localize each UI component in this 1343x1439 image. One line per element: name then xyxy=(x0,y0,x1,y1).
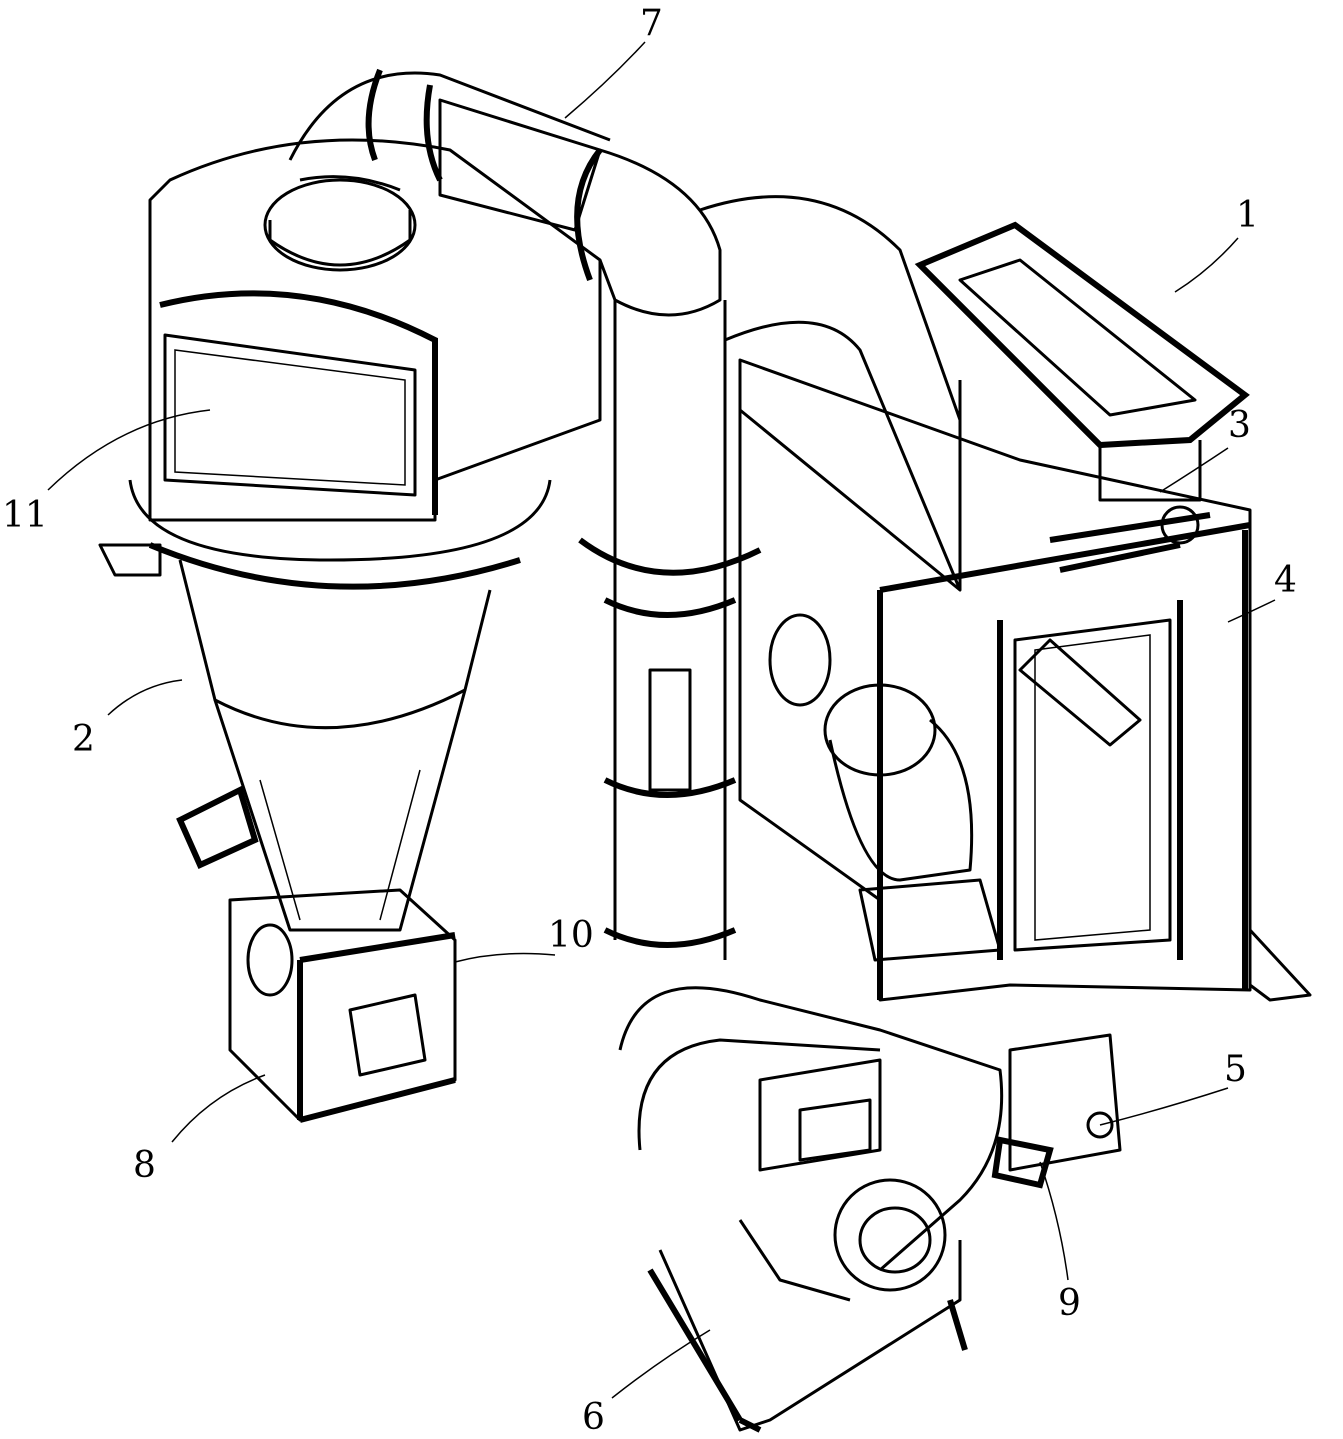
label-5: 5 xyxy=(1224,1052,1247,1088)
motor-assembly xyxy=(995,1035,1120,1185)
discharge-valve-box xyxy=(180,790,455,1120)
cyclone-separator xyxy=(100,140,600,930)
label-4: 4 xyxy=(1274,563,1297,599)
leader-lines xyxy=(48,42,1275,1398)
label-1: 1 xyxy=(1236,198,1259,234)
label-9: 9 xyxy=(1058,1286,1081,1322)
label-3: 3 xyxy=(1228,408,1251,444)
label-2: 2 xyxy=(72,722,95,758)
label-6: 6 xyxy=(582,1400,605,1436)
label-10: 10 xyxy=(548,918,594,954)
exhaust-pipe xyxy=(265,70,720,315)
inner-elbow xyxy=(770,615,1000,960)
label-7: 7 xyxy=(640,6,663,42)
centrifugal-fan xyxy=(620,988,1002,1430)
label-11: 11 xyxy=(2,498,48,534)
vertical-pipe xyxy=(580,300,760,960)
label-8: 8 xyxy=(133,1148,156,1184)
